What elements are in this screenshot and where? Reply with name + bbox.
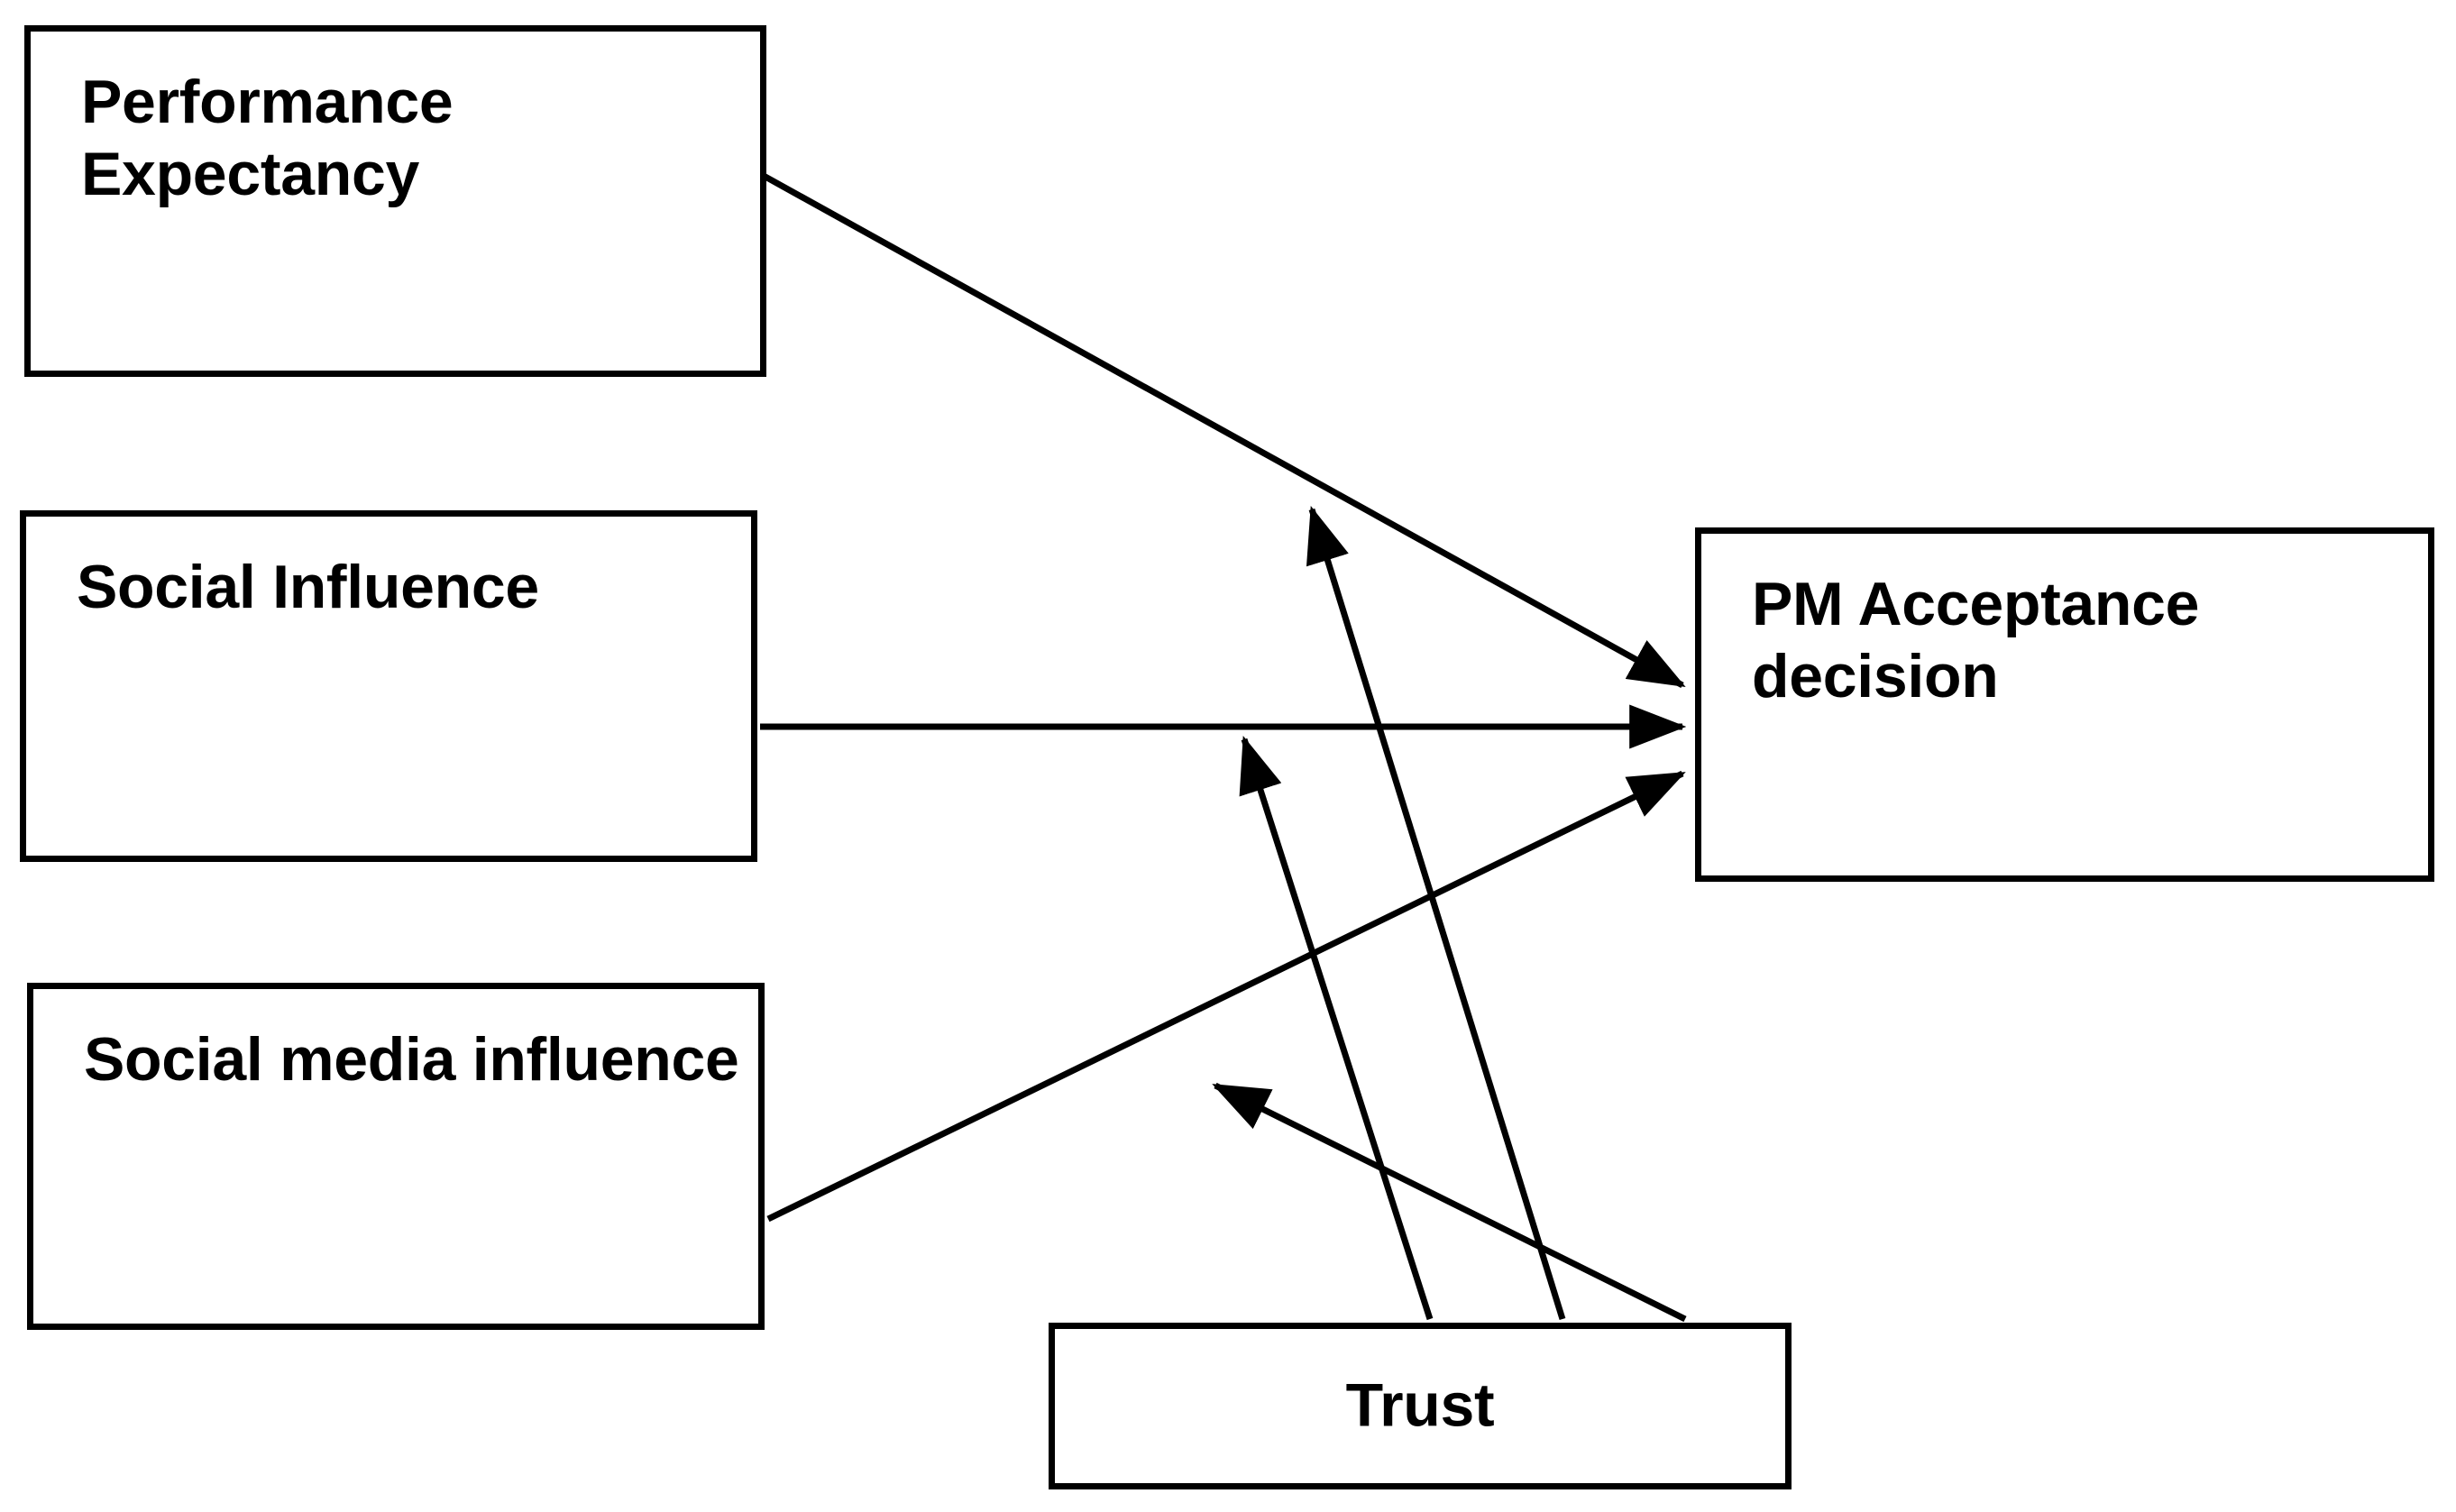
node-label-pm-acceptance-decision: PM Acceptance decision: [1752, 570, 2200, 711]
node-label-performance-expectancy: Performance Expectancy: [81, 68, 454, 209]
edge-trust-to-performance-expectancy-path: [1306, 505, 1566, 1321]
node-performance-expectancy[interactable]: Performance Expectancy: [24, 25, 766, 377]
edge-social-media-influence-to-pm-acceptance: [766, 770, 1686, 1223]
node-label-trust: Trust: [1345, 1370, 1495, 1439]
edge-performance-expectancy-to-pm-acceptance: [754, 168, 1686, 689]
node-pm-acceptance-decision[interactable]: PM Acceptance decision: [1695, 527, 2434, 882]
node-social-media-influence[interactable]: Social media influence: [27, 983, 765, 1330]
edge-trust-to-social-influence-path: [1239, 736, 1434, 1321]
edge-trust-to-social-media-influence-path: [1212, 1082, 1687, 1323]
node-trust[interactable]: Trust: [1049, 1323, 1792, 1489]
node-social-influence[interactable]: Social Influence: [20, 510, 757, 862]
node-label-social-influence: Social Influence: [77, 553, 539, 621]
node-label-social-media-influence: Social media influence: [84, 1025, 739, 1094]
